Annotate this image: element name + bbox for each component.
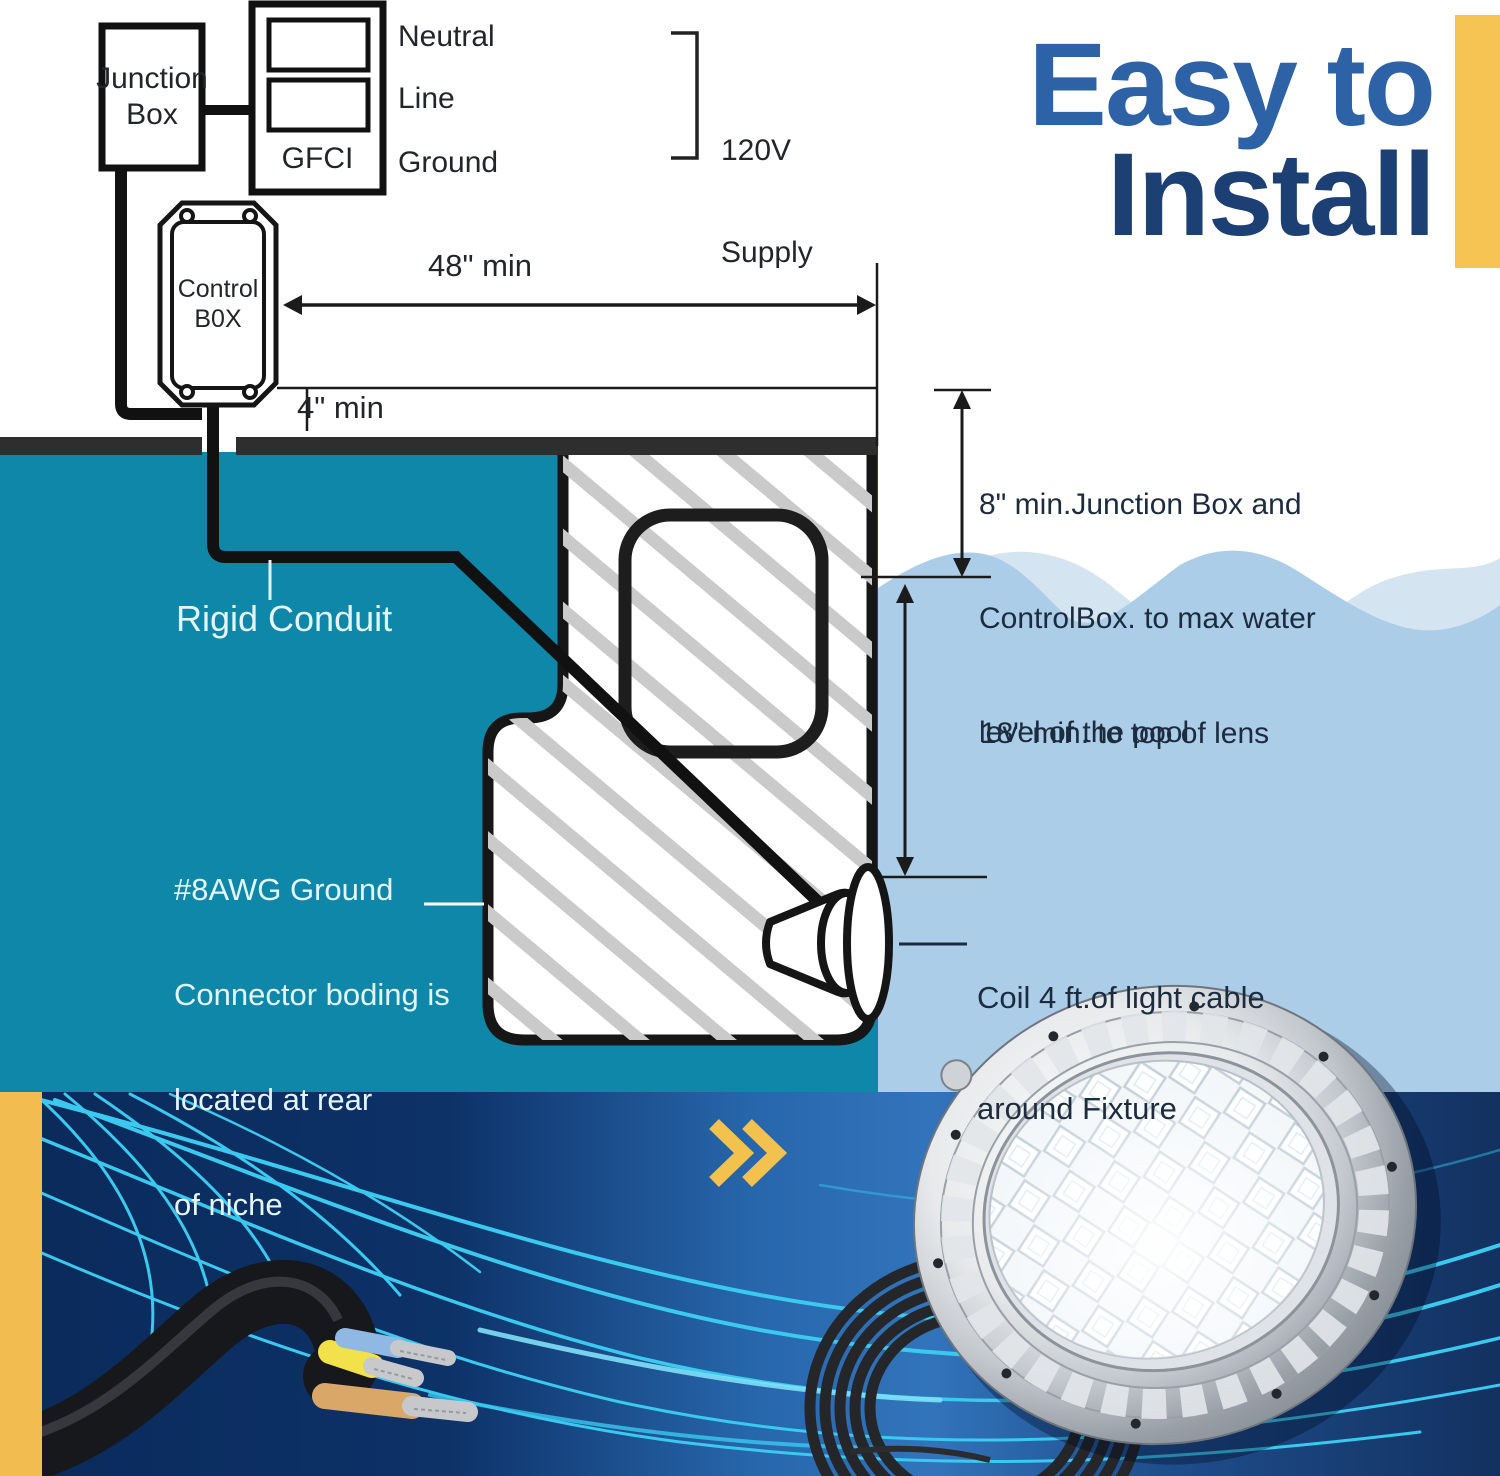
niche-opening [618, 508, 829, 759]
pool-light-fixture [912, 984, 1441, 1465]
dimension-8in-note: 8" min.Junction Box and ControlBox. to m… [979, 488, 1316, 749]
greek-key-ring [940, 1010, 1390, 1420]
accent-bar-left [0, 1092, 42, 1476]
supply-bracket [671, 31, 699, 160]
gfci-slot-bottom [266, 77, 371, 133]
dimension-lines [277, 263, 991, 946]
dimension-48in: 48" min [427, 248, 533, 283]
terminal-neutral: Neutral [398, 20, 495, 53]
fixture-screw [940, 1059, 973, 1092]
accent-bar-right [1455, 15, 1500, 268]
terminal-line: Line [398, 82, 455, 115]
junction-box [98, 22, 206, 172]
power-cable-photo [0, 1259, 478, 1476]
title-line-2: Install [1107, 129, 1436, 261]
gfci-slot-top [266, 17, 371, 73]
rigid-conduit-line [207, 400, 857, 939]
conductor-blue [335, 1328, 408, 1358]
title-line-1: Easy to [1028, 19, 1436, 151]
control-box-label: Control B0X [177, 275, 259, 333]
fixture-screw-holes [933, 1001, 1397, 1429]
water-wave-front [878, 550, 1500, 1092]
dimension-18in: 18" min. to top of lens [980, 717, 1270, 750]
light-fixture-drawing [762, 863, 893, 1023]
gfci-label: GFCI [281, 142, 354, 175]
dimension-4in: 4" min [297, 390, 384, 425]
terminal-ground: Ground [398, 146, 499, 179]
deck-left [0, 437, 202, 455]
wall-hatching [488, 446, 872, 1040]
conductor-ground [312, 1383, 425, 1419]
ground-connector-label: #8AWG Ground Connector boding is located… [174, 872, 450, 1222]
junction-box-wire [103, 106, 202, 420]
double-chevron-right-icon [709, 1118, 788, 1188]
product-photo [0, 984, 1500, 1476]
dimension-arrowheads [283, 295, 971, 876]
supply-label: 120V Supply [721, 134, 813, 269]
control-box [157, 200, 279, 408]
page-title: Easy to Install [1028, 19, 1436, 261]
junction-box-label: Junction Box [96, 62, 208, 131]
rigid-conduit-label: Rigid Conduit [176, 598, 393, 639]
deck-right [236, 437, 878, 455]
coil-cable-note: Coil 4 ft.of light cable around Fixture [977, 980, 1265, 1126]
pigtail-wire [849, 1445, 991, 1463]
